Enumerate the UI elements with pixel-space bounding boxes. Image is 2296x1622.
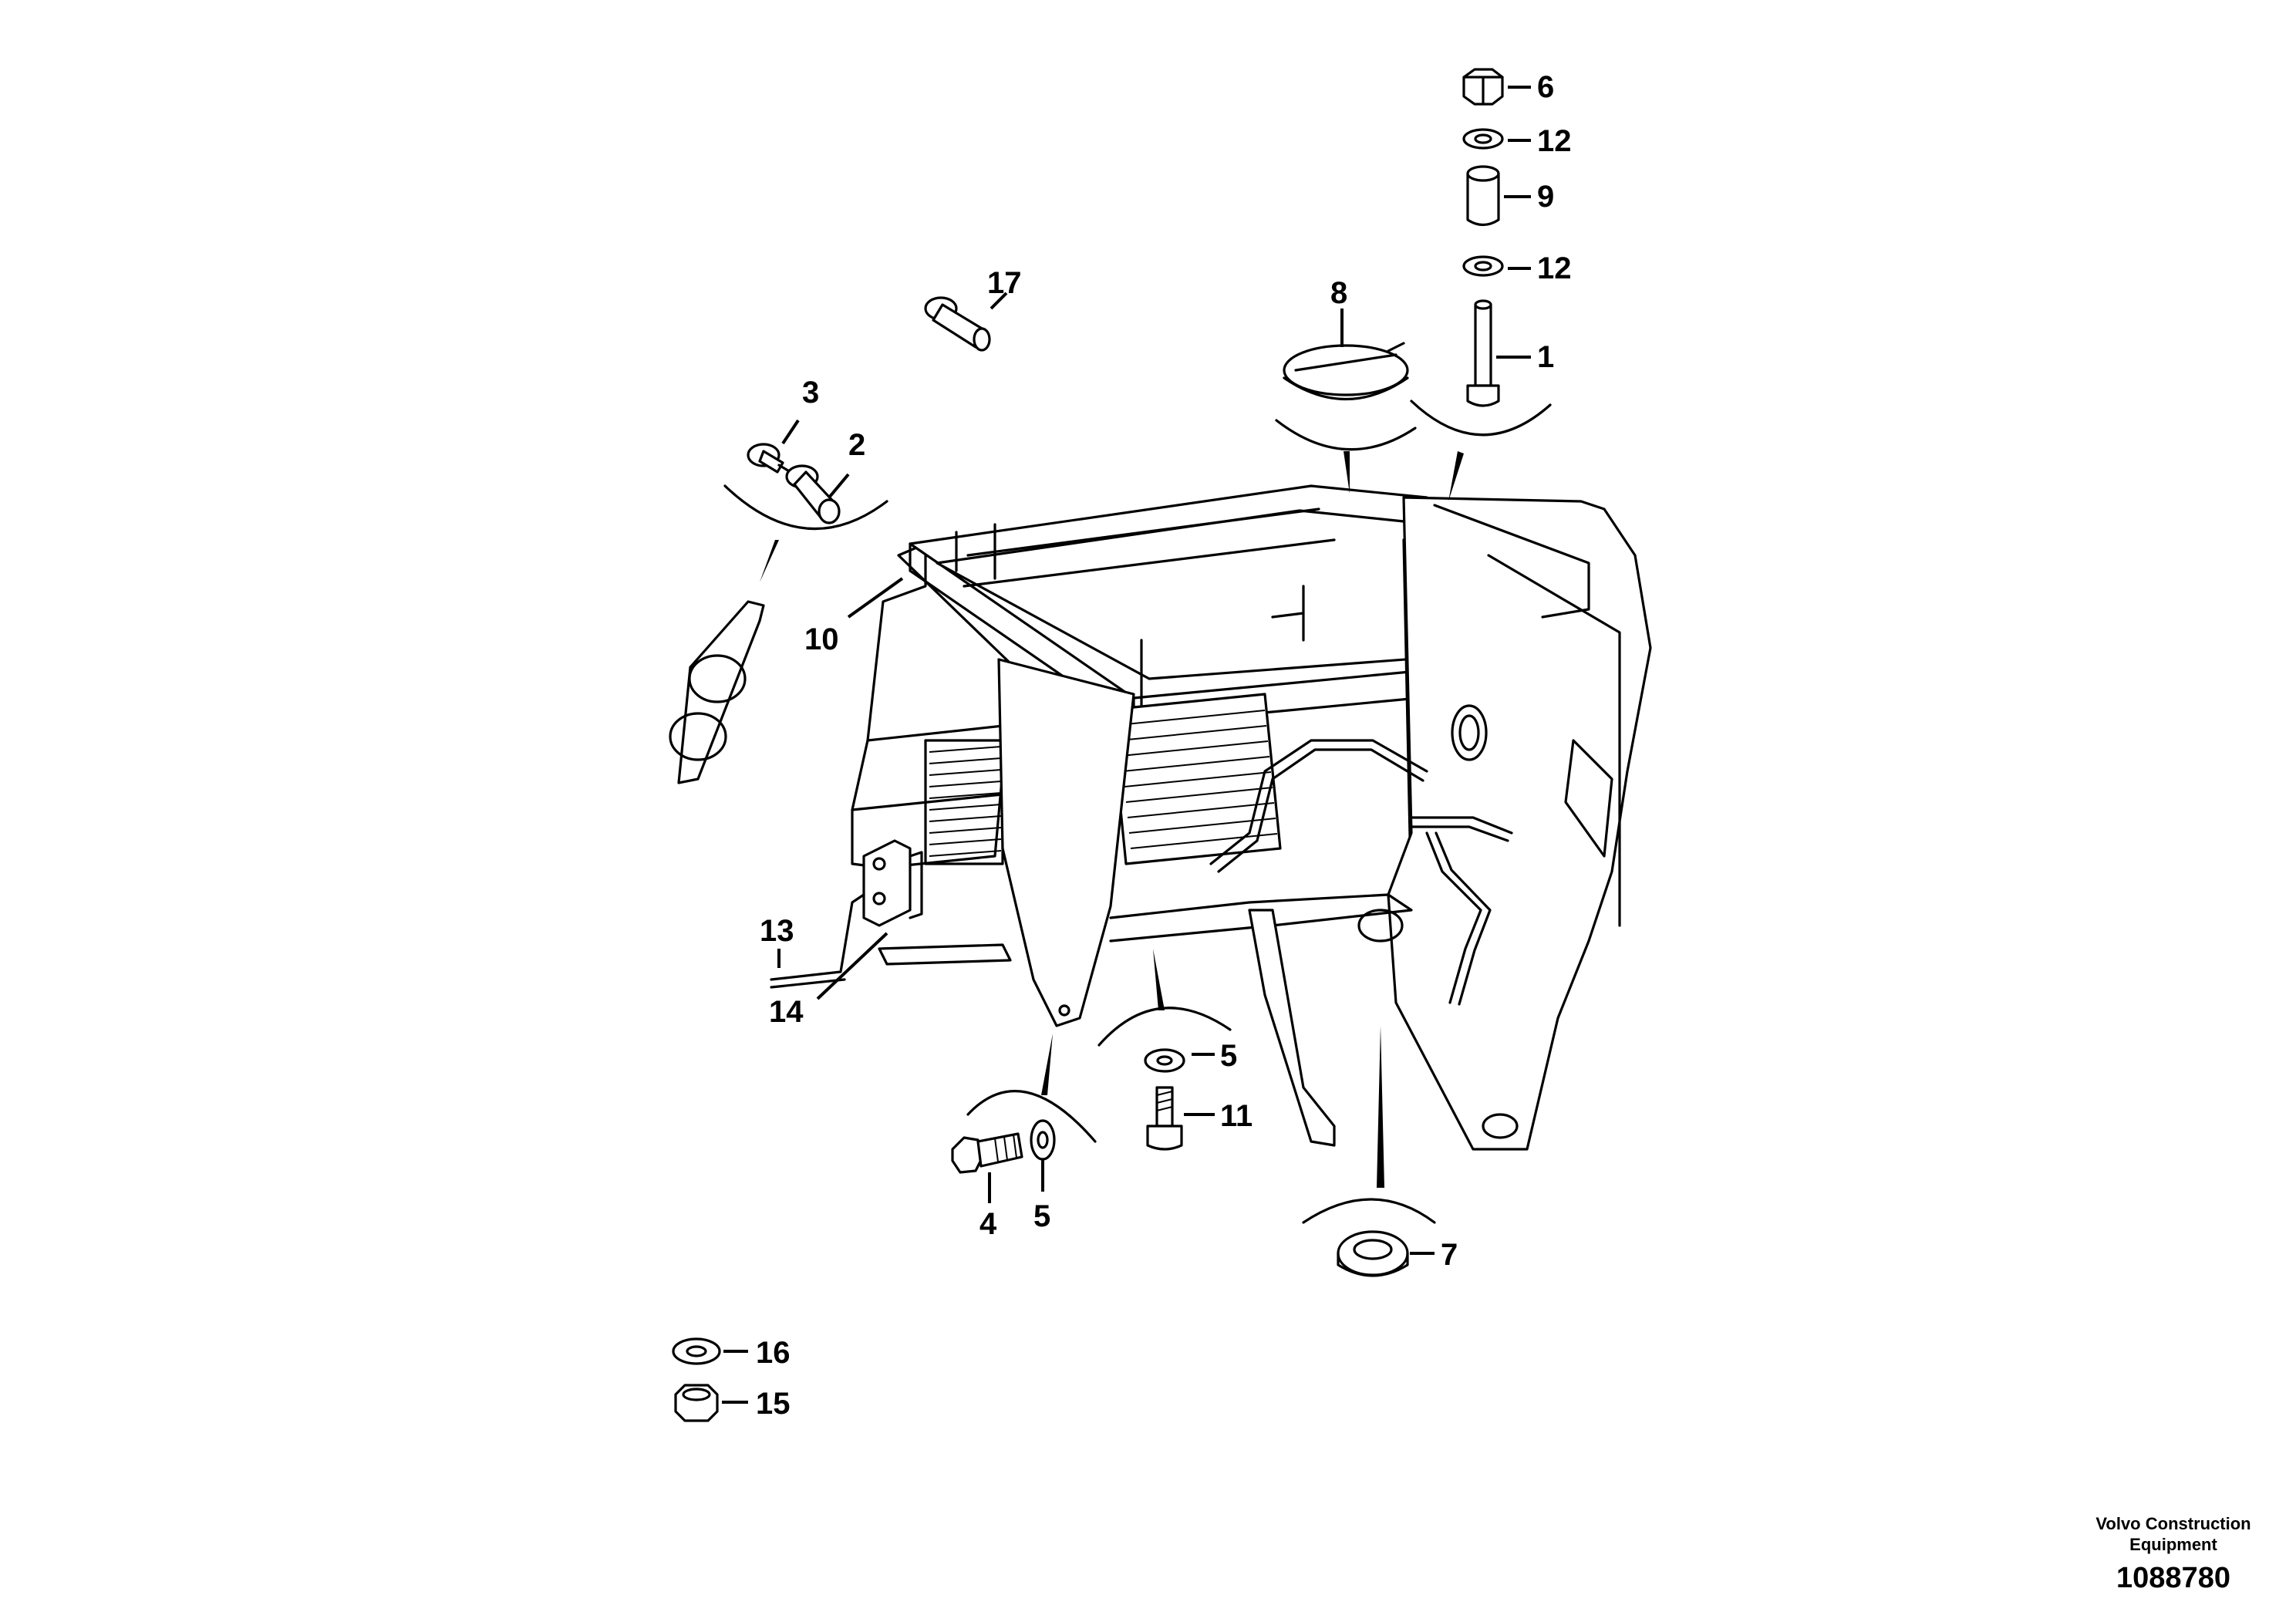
callout-7: 7	[1441, 1238, 1458, 1272]
callout-6: 6	[1537, 70, 1554, 104]
part-2-sleeve	[785, 464, 841, 524]
callout-8: 8	[1330, 276, 1347, 310]
part-7-ring	[1337, 1230, 1409, 1277]
main-frame	[770, 484, 1652, 1151]
leader-lines	[722, 86, 1531, 1404]
part-3-pin	[747, 443, 796, 476]
callout-14: 14	[769, 995, 804, 1029]
callout-15: 15	[756, 1387, 791, 1421]
drawing-number: 1088780	[2116, 1562, 2230, 1594]
callout-1: 1	[1537, 340, 1554, 374]
credit-line-1: Volvo Construction	[2095, 1514, 2250, 1533]
part-5-washer-upper	[1144, 1048, 1185, 1073]
pointer-wedge	[1377, 1026, 1384, 1188]
part-1-bolt	[1466, 299, 1500, 407]
callout-2: 2	[848, 428, 865, 462]
callout-4: 4	[979, 1207, 997, 1241]
part-11-screw	[1146, 1086, 1183, 1151]
callout-17: 17	[987, 266, 1022, 300]
detail-arc-5-11	[1097, 1007, 1232, 1047]
part-8-cap	[1283, 342, 1409, 401]
callout-11: 11	[1220, 1099, 1253, 1133]
part-17-pin	[924, 296, 991, 352]
left-mount-bracket	[770, 839, 1012, 989]
part-9-spacer	[1466, 165, 1500, 227]
bottom-eye	[1482, 1113, 1519, 1139]
pointer-wedge	[1153, 949, 1165, 1010]
part-12-washer-top	[1462, 128, 1504, 150]
callout-12-bottom: 12	[1537, 251, 1572, 285]
pointer-wedge	[1448, 451, 1464, 501]
callout-5-lower: 5	[1033, 1199, 1050, 1233]
callout-9: 9	[1537, 180, 1554, 214]
callout-labels: 6 12 9 12 1 8 17 3 2 10 5 11 4 5 7 13 14…	[756, 70, 1572, 1421]
detail-arc-7	[1302, 1198, 1436, 1224]
pointer-wedge	[1041, 1034, 1053, 1095]
front-channel	[1248, 909, 1336, 1147]
credit-line-2: Equipment	[2129, 1535, 2217, 1554]
callout-16: 16	[756, 1336, 791, 1370]
callout-3: 3	[802, 376, 819, 410]
credit-block: Volvo Construction Equipment 1088780	[2095, 1514, 2250, 1594]
speaker-bracket	[669, 600, 765, 784]
detail-arc-2-3	[723, 484, 888, 531]
callout-12-top: 12	[1537, 124, 1572, 158]
part-5-washer-lower	[1030, 1119, 1056, 1161]
part-6-nut	[1462, 68, 1504, 106]
callout-5-upper: 5	[1220, 1039, 1237, 1073]
mount-ring	[1451, 704, 1488, 761]
part-16-washer	[672, 1337, 721, 1365]
pointer-wedge	[760, 540, 779, 582]
callout-10: 10	[804, 622, 839, 656]
center-grille	[1109, 693, 1282, 865]
pipe-runs	[1209, 739, 1513, 1006]
front-left-plate	[997, 658, 1135, 1027]
part-12-washer-bottom	[1462, 255, 1504, 277]
detail-arc-4-5	[966, 1090, 1097, 1143]
detail-arc-8	[1275, 419, 1417, 451]
part-15-nut	[674, 1384, 719, 1422]
callout-13: 13	[760, 914, 794, 948]
triangular-plate	[1564, 739, 1613, 858]
pointer-wedge	[1344, 451, 1350, 494]
part-4-bolt	[951, 1132, 1023, 1174]
detail-arc-1	[1410, 400, 1552, 437]
